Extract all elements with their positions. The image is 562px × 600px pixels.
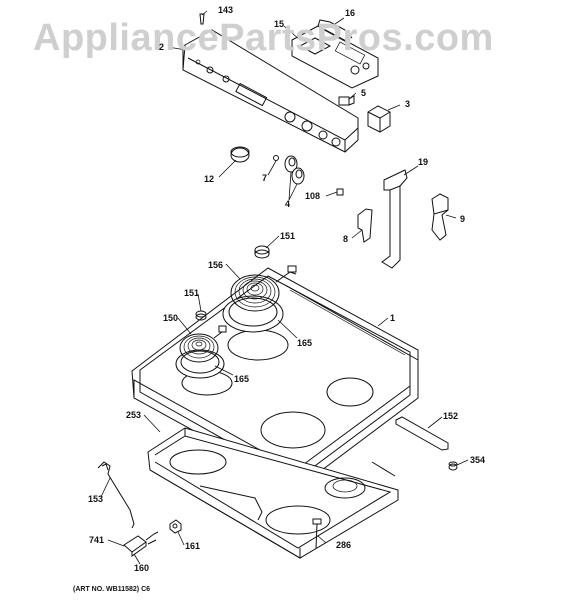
part-label-8: 8 [343, 234, 348, 244]
part-label-12: 12 [204, 174, 214, 184]
nut-part-108 [336, 188, 344, 196]
part-label-5: 5 [361, 88, 366, 98]
part-label-253: 253 [126, 410, 141, 420]
bracket-part-9 [431, 193, 449, 241]
bracket-part-8 [357, 208, 373, 243]
switch-part [338, 95, 355, 106]
part-label-286: 286 [336, 540, 351, 550]
part-label-9: 9 [460, 214, 465, 224]
part-label-4: 4 [285, 199, 290, 209]
part-label-3: 3 [405, 99, 410, 109]
part-label-2: 2 [159, 42, 164, 52]
part-label-7: 7 [262, 173, 267, 183]
part-label-16: 16 [345, 8, 355, 18]
knob-part-7 [273, 155, 279, 161]
burner-box-pan [147, 427, 399, 559]
part-label-150: 150 [163, 313, 178, 323]
part-label-1: 1 [390, 313, 395, 323]
wire-hook-part-153 [97, 461, 135, 529]
knob-parts-4 [284, 155, 305, 185]
part-label-152: 152 [443, 411, 458, 421]
part-label-108: 108 [305, 191, 320, 201]
surface-element-large [222, 265, 297, 333]
nut-part-354 [448, 461, 458, 471]
terminal-block-part-741 [123, 531, 159, 557]
part-label-15: 15 [274, 19, 284, 29]
part-label-741: 741 [89, 535, 104, 545]
relay-part [367, 105, 391, 133]
part-label-151-mid: 151 [184, 288, 199, 298]
part-label-151-top: 151 [280, 231, 295, 241]
watermark-text: AppliancePartsPros.com [33, 17, 494, 59]
control-panel-backsplash [182, 29, 359, 153]
part-label-156: 156 [208, 260, 223, 270]
part-label-165-right: 165 [297, 338, 312, 348]
surface-element-small [175, 325, 227, 379]
part-label-354: 354 [470, 455, 485, 465]
part-label-19: 19 [418, 157, 428, 167]
leader-lines [100, 10, 469, 565]
ring-part-151-mid [195, 310, 207, 321]
knob-part-12 [230, 146, 250, 163]
nut-part-161 [169, 519, 182, 534]
art-number-caption: (ART NO. WB11582) C6 [73, 586, 150, 593]
part-label-161: 161 [185, 541, 200, 551]
ring-part-151-top [254, 245, 270, 259]
part-label-160: 160 [134, 563, 149, 573]
clock-control-board [291, 19, 379, 89]
rod-part-152 [395, 416, 449, 451]
part-label-143: 143 [218, 5, 233, 15]
part-label-153: 153 [88, 494, 103, 504]
bracket-part-19 [381, 169, 408, 269]
part-label-165-left: 165 [234, 374, 249, 384]
